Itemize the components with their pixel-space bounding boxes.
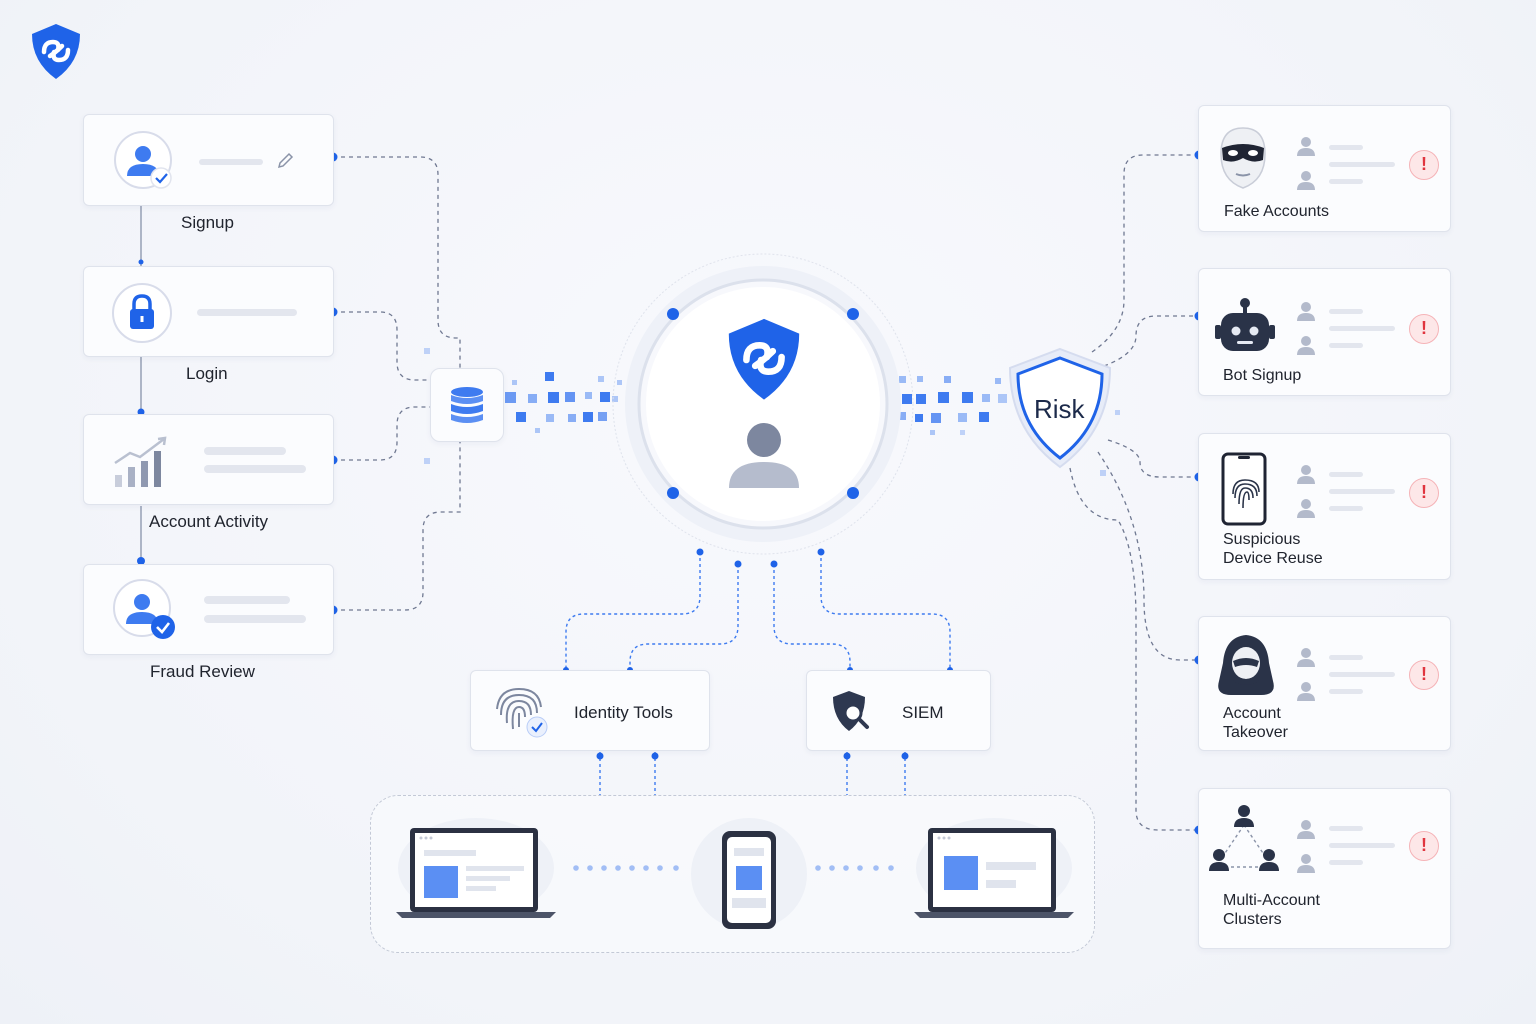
brand-shield-logo (32, 24, 80, 79)
user-list-icon (1297, 302, 1315, 355)
bar-chart-trend-icon (114, 436, 167, 487)
user-list-icon (1297, 820, 1315, 873)
alert-icon[interactable]: ! (1409, 150, 1439, 180)
identity-tools-label: Identity Tools (574, 703, 673, 722)
fraud-review-card[interactable] (83, 564, 334, 655)
laptop-icon[interactable] (392, 810, 560, 922)
brand-shield-icon (728, 318, 800, 400)
smartphone-icon[interactable] (690, 812, 808, 934)
fake-accounts-card[interactable]: Fake Accounts ! (1198, 105, 1451, 232)
user-cluster-icon (1209, 805, 1279, 871)
pencil-icon[interactable] (275, 151, 295, 171)
user-list-icon (1297, 137, 1315, 190)
signup-label: Signup (181, 213, 234, 232)
risk-shield-icon[interactable] (1006, 346, 1114, 470)
fingerprint-check-icon (496, 687, 548, 738)
user-list-icon (1297, 465, 1315, 518)
account-takeover-card[interactable]: Account Takeover ! (1198, 616, 1451, 751)
bot-signup-card[interactable]: Bot Signup ! (1198, 268, 1451, 396)
placeholder-bar (197, 309, 297, 316)
placeholder-bar (204, 447, 286, 455)
lock-icon (112, 283, 172, 343)
user-verified-icon (113, 579, 175, 639)
risk-label: Risk (1034, 394, 1085, 424)
multi-account-clusters-card[interactable]: Multi-Account Clusters ! (1198, 788, 1451, 949)
placeholder-bar (204, 615, 306, 623)
account-activity-card[interactable] (83, 414, 334, 505)
placeholder-bar (204, 596, 290, 604)
database-node[interactable] (430, 368, 504, 442)
identity-tools-card[interactable]: Identity Tools (470, 670, 710, 751)
suspicious-device-reuse-label: Suspicious Device Reuse (1223, 531, 1323, 567)
siem-card[interactable]: SIEM (806, 670, 991, 751)
user-check-icon (114, 131, 172, 189)
placeholder-bar (204, 465, 306, 473)
multi-account-clusters-label: Multi-Account Clusters (1223, 892, 1320, 928)
user-list-icon (1297, 648, 1315, 701)
shield-search-icon (833, 691, 869, 731)
phone-fingerprint-icon (1221, 452, 1267, 526)
login-label: Login (186, 364, 228, 383)
fraud-review-label: Fraud Review (150, 662, 255, 681)
fake-accounts-label: Fake Accounts (1224, 203, 1329, 220)
login-card[interactable] (83, 266, 334, 357)
central-hub[interactable] (610, 246, 916, 562)
hooded-hacker-icon (1218, 635, 1274, 695)
suspicious-device-reuse-card[interactable]: Suspicious Device Reuse ! (1198, 433, 1451, 580)
bot-signup-label: Bot Signup (1223, 367, 1302, 384)
account-takeover-label: Account Takeover (1223, 705, 1288, 741)
alert-icon[interactable]: ! (1409, 660, 1439, 690)
laptop-icon[interactable] (910, 810, 1078, 922)
user-avatar-icon (729, 423, 799, 488)
placeholder-bar (199, 159, 263, 165)
masked-face-icon (1220, 127, 1266, 189)
signup-card[interactable] (83, 114, 334, 206)
database-icon (451, 387, 483, 423)
robot-icon (1215, 298, 1275, 351)
alert-icon[interactable]: ! (1409, 314, 1439, 344)
siem-label: SIEM (902, 703, 944, 722)
account-activity-label: Account Activity (149, 512, 269, 531)
alert-icon[interactable]: ! (1409, 478, 1439, 508)
alert-icon[interactable]: ! (1409, 831, 1439, 861)
